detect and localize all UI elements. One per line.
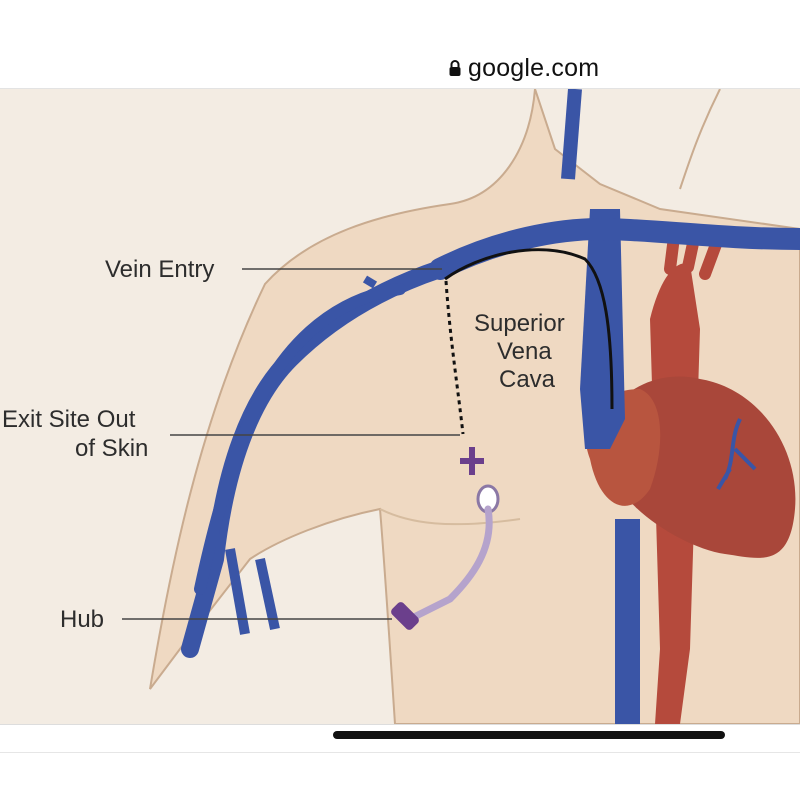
arm-vein-lower: [225, 548, 280, 635]
address-bar[interactable]: google.com: [448, 52, 599, 84]
neck-contour: [679, 89, 721, 190]
bottom-separator: [0, 752, 800, 753]
jugular-vein: [561, 89, 582, 180]
label-hub: Hub: [60, 606, 104, 633]
bottom-divider: [0, 724, 800, 725]
coronary-vessel: [716, 418, 757, 491]
catheter-inner: [444, 248, 614, 410]
cephalic-vein: [194, 283, 406, 595]
label-exit-site-line1: Exit Site Out: [2, 406, 136, 433]
label-exit-site-line2: of Skin: [75, 435, 148, 462]
catheter-tubing: [406, 505, 493, 623]
url-text: google.com: [468, 53, 600, 82]
label-svc-line3: Cava: [499, 366, 556, 393]
home-indicator[interactable]: [333, 731, 725, 739]
catheter-tunnel: [444, 280, 465, 435]
small-vein-branch: [362, 275, 378, 289]
diagram-svg: Vein Entry Exit Site Out of Skin Hub Sup…: [0, 89, 800, 724]
brachiocephalic-vein: [429, 217, 800, 280]
label-vein-entry: Vein Entry: [105, 256, 214, 283]
catheter-diagram: Vein Entry Exit Site Out of Skin Hub Sup…: [0, 89, 800, 724]
chest-contour: [379, 508, 521, 526]
browser-top-bar: google.com: [0, 0, 800, 88]
catheter-cuff: [460, 447, 484, 475]
inferior-vena-cava: [615, 519, 640, 724]
catheter-hub: [391, 602, 419, 630]
label-svc-line2: Vena: [497, 338, 552, 365]
top-divider: [0, 88, 800, 89]
lock-icon: [449, 60, 461, 76]
label-svc-line1: Superior: [474, 310, 565, 337]
